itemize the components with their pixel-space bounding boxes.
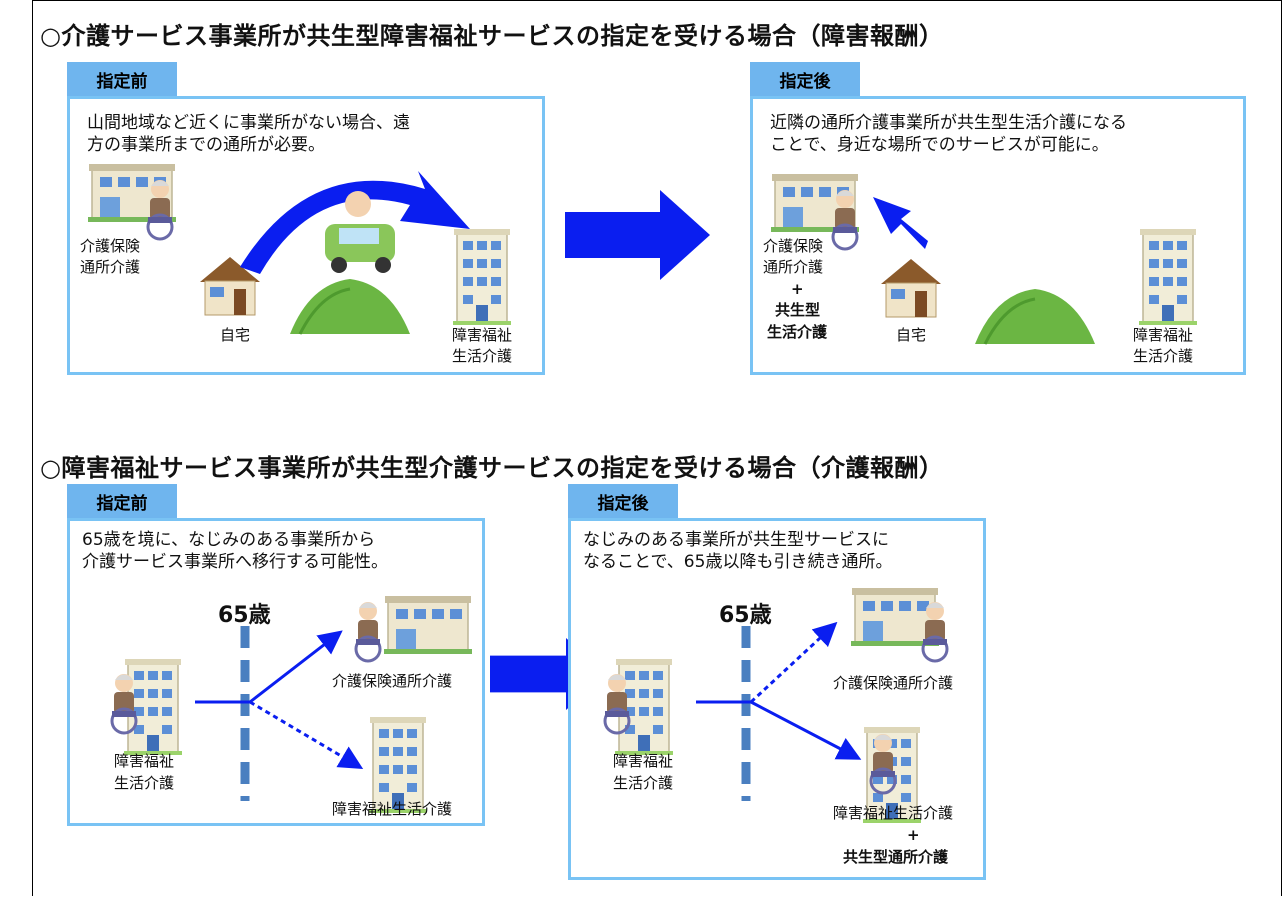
before-care-label-1: 介護保険 — [80, 237, 141, 255]
s2-after-disability-label: 障害福祉生活介護 — [833, 804, 954, 822]
before-disability-label-2: 生活介護 — [452, 347, 513, 365]
s2-after-origin-label-1: 障害福祉 — [613, 752, 674, 770]
s2-before-origin-label-1: 障害福祉 — [114, 752, 175, 770]
after-disability-label-2: 生活介護 — [1133, 347, 1194, 365]
after-care-label-2: 通所介護 — [763, 258, 824, 276]
section1-heading: ○介護サービス事業所が共生型障害福祉サービスの指定を受ける場合（障害報酬） — [40, 22, 944, 50]
after-home-label: 自宅 — [896, 326, 927, 344]
after-disability-label-1: 障害福祉 — [1133, 326, 1194, 344]
section1-after-tab: 指定後 — [750, 62, 860, 96]
care-facility-icon — [383, 595, 473, 655]
age-65-label: 65歳 — [218, 603, 271, 628]
section2-before-tab: 指定前 — [67, 484, 177, 518]
s2-after-care-label: 介護保険通所介護 — [833, 674, 954, 692]
section1-after-illustration — [770, 173, 1198, 346]
after-desc-line1: 近隣の通所介護事業所が共生型生活介護になる — [770, 113, 1127, 133]
path-to-care — [249, 630, 343, 704]
section2-after-tab: 指定後 — [568, 484, 678, 518]
s2-after-kyosei: 共生型通所介護 — [843, 848, 949, 866]
apartment-building-icon — [1138, 228, 1198, 326]
after-kyosei-2: 生活介護 — [767, 323, 828, 341]
hill-icon — [973, 287, 1097, 346]
s2-before-care-label: 介護保険通所介護 — [332, 672, 453, 690]
car-driver-icon — [325, 191, 395, 273]
s2-before-origin-label-2: 生活介護 — [114, 774, 175, 792]
path-to-disability — [249, 700, 364, 770]
s2-before-desc-line1: 65歳を境に、なじみのある事業所から — [82, 530, 376, 550]
path-to-disability — [750, 700, 862, 760]
section2-before-panel: 65歳を境に、なじみのある事業所から 介護サービス事業所へ移行する可能性。 65… — [67, 518, 485, 826]
s2-after-origin-label-2: 生活介護 — [613, 774, 674, 792]
elderly-wheelchair-icon — [146, 178, 174, 241]
apartment-building-icon — [452, 228, 512, 326]
short-arrow — [873, 197, 928, 249]
before-disability-label-1: 障害福祉 — [452, 326, 513, 344]
path-to-care — [749, 621, 838, 704]
after-plus: + — [791, 280, 804, 298]
hill-icon — [288, 277, 412, 336]
before-desc-line1: 山間地域など近くに事業所がない場合、遠 — [87, 113, 410, 133]
section1-before-panel: 山間地域など近くに事業所がない場合、遠 方の事業所までの通所が必要。 介護保険 … — [67, 96, 545, 375]
after-kyosei-1: 共生型 — [775, 301, 821, 319]
section1-before-illustration — [87, 163, 512, 336]
before-home-label: 自宅 — [220, 326, 251, 344]
after-care-label-1: 介護保険 — [763, 237, 824, 255]
s2-before-desc-line2: 介護サービス事業所へ移行する可能性。 — [82, 552, 388, 572]
section1-after-panel: 近隣の通所介護事業所が共生型生活介護になる ことで、身近な場所でのサービスが可能… — [750, 96, 1246, 375]
section2-before-illustration — [110, 595, 473, 814]
house-icon — [880, 258, 942, 318]
elderly-wheelchair-icon — [831, 188, 859, 251]
section1-big-right-arrow-icon — [565, 190, 710, 280]
section2-after-panel: なじみのある事業所が共生型サービスに なることで、65歳以降も引き続き通所。 6… — [568, 518, 986, 880]
before-desc-line2: 方の事業所までの通所が必要。 — [87, 135, 325, 155]
s2-after-desc-line1: なじみのある事業所が共生型サービスに — [583, 530, 889, 550]
age-65-label: 65歳 — [719, 603, 772, 628]
before-care-label-2: 通所介護 — [80, 258, 141, 276]
section2-after-illustration — [603, 587, 949, 824]
section1-before-tab: 指定前 — [67, 62, 177, 96]
s2-after-plus: + — [907, 826, 920, 844]
elderly-wheelchair-icon — [354, 600, 382, 663]
route-arrow — [240, 171, 470, 274]
section2-heading: ○障害福祉サービス事業所が共生型介護サービスの指定を受ける場合（介護報酬） — [40, 454, 944, 482]
s2-after-desc-line2: なることで、65歳以降も引き続き通所。 — [583, 552, 893, 572]
after-desc-line2: ことで、身近な場所でのサービスが可能に。 — [770, 135, 1109, 155]
elderly-wheelchair-icon — [921, 600, 949, 663]
s2-before-disability-label: 障害福祉生活介護 — [332, 800, 453, 818]
